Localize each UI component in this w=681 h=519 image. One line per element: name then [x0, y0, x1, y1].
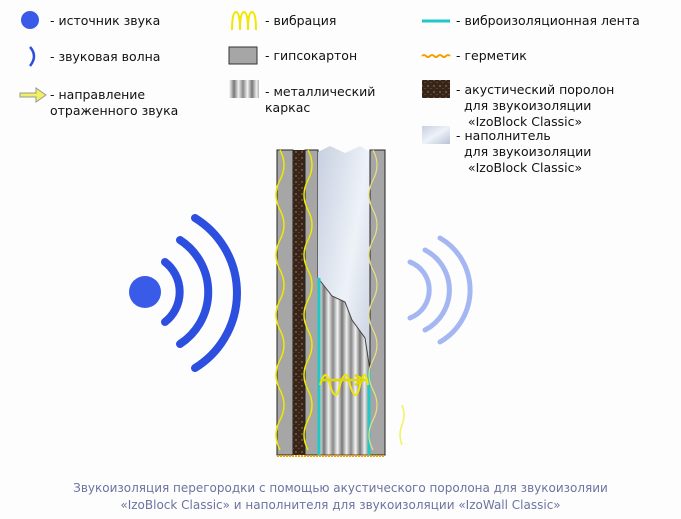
foam-icon [422, 80, 450, 98]
metal-frame-icon [229, 80, 259, 98]
sound-source [129, 276, 161, 308]
vibration-icon [231, 10, 257, 31]
legend-drywall: - гипсокартон [265, 48, 358, 63]
sound-waves-outgoing [407, 235, 473, 345]
legend-frame: - металлический каркас [265, 84, 376, 115]
sealant-icon [421, 54, 451, 58]
sound-waves-incoming [161, 214, 241, 372]
sound-wave-icon [28, 46, 36, 67]
legend-reflected: - направление отраженного звука [50, 87, 179, 118]
residual-vibration [399, 404, 405, 446]
drywall-icon [228, 46, 258, 65]
legend-tape: - виброизоляционная лента [456, 13, 640, 28]
caption-line-2: «IzoBlock Classic» и наполнителя для зву… [120, 498, 561, 512]
filler-icon [422, 126, 450, 144]
caption: Звукоизоляция перегородки с помощью акус… [0, 480, 681, 514]
legend-foam: - акустический поролон для звукоизоляции… [456, 82, 615, 129]
legend-vibration: - вибрация [265, 13, 337, 28]
legend-sealant: - герметик [456, 48, 527, 63]
caption-line-1: Звукоизоляция перегородки с помощью акус… [73, 481, 608, 495]
reflected-arrow-icon [19, 87, 47, 103]
legend-wave: - звуковая волна [50, 49, 161, 64]
sound-source-icon [21, 11, 39, 29]
legend-filler: - наполнитель для звукоизоляции «IzoBloc… [456, 128, 592, 175]
legend-source: - источник звука [50, 13, 161, 28]
wall-section [275, 146, 386, 457]
